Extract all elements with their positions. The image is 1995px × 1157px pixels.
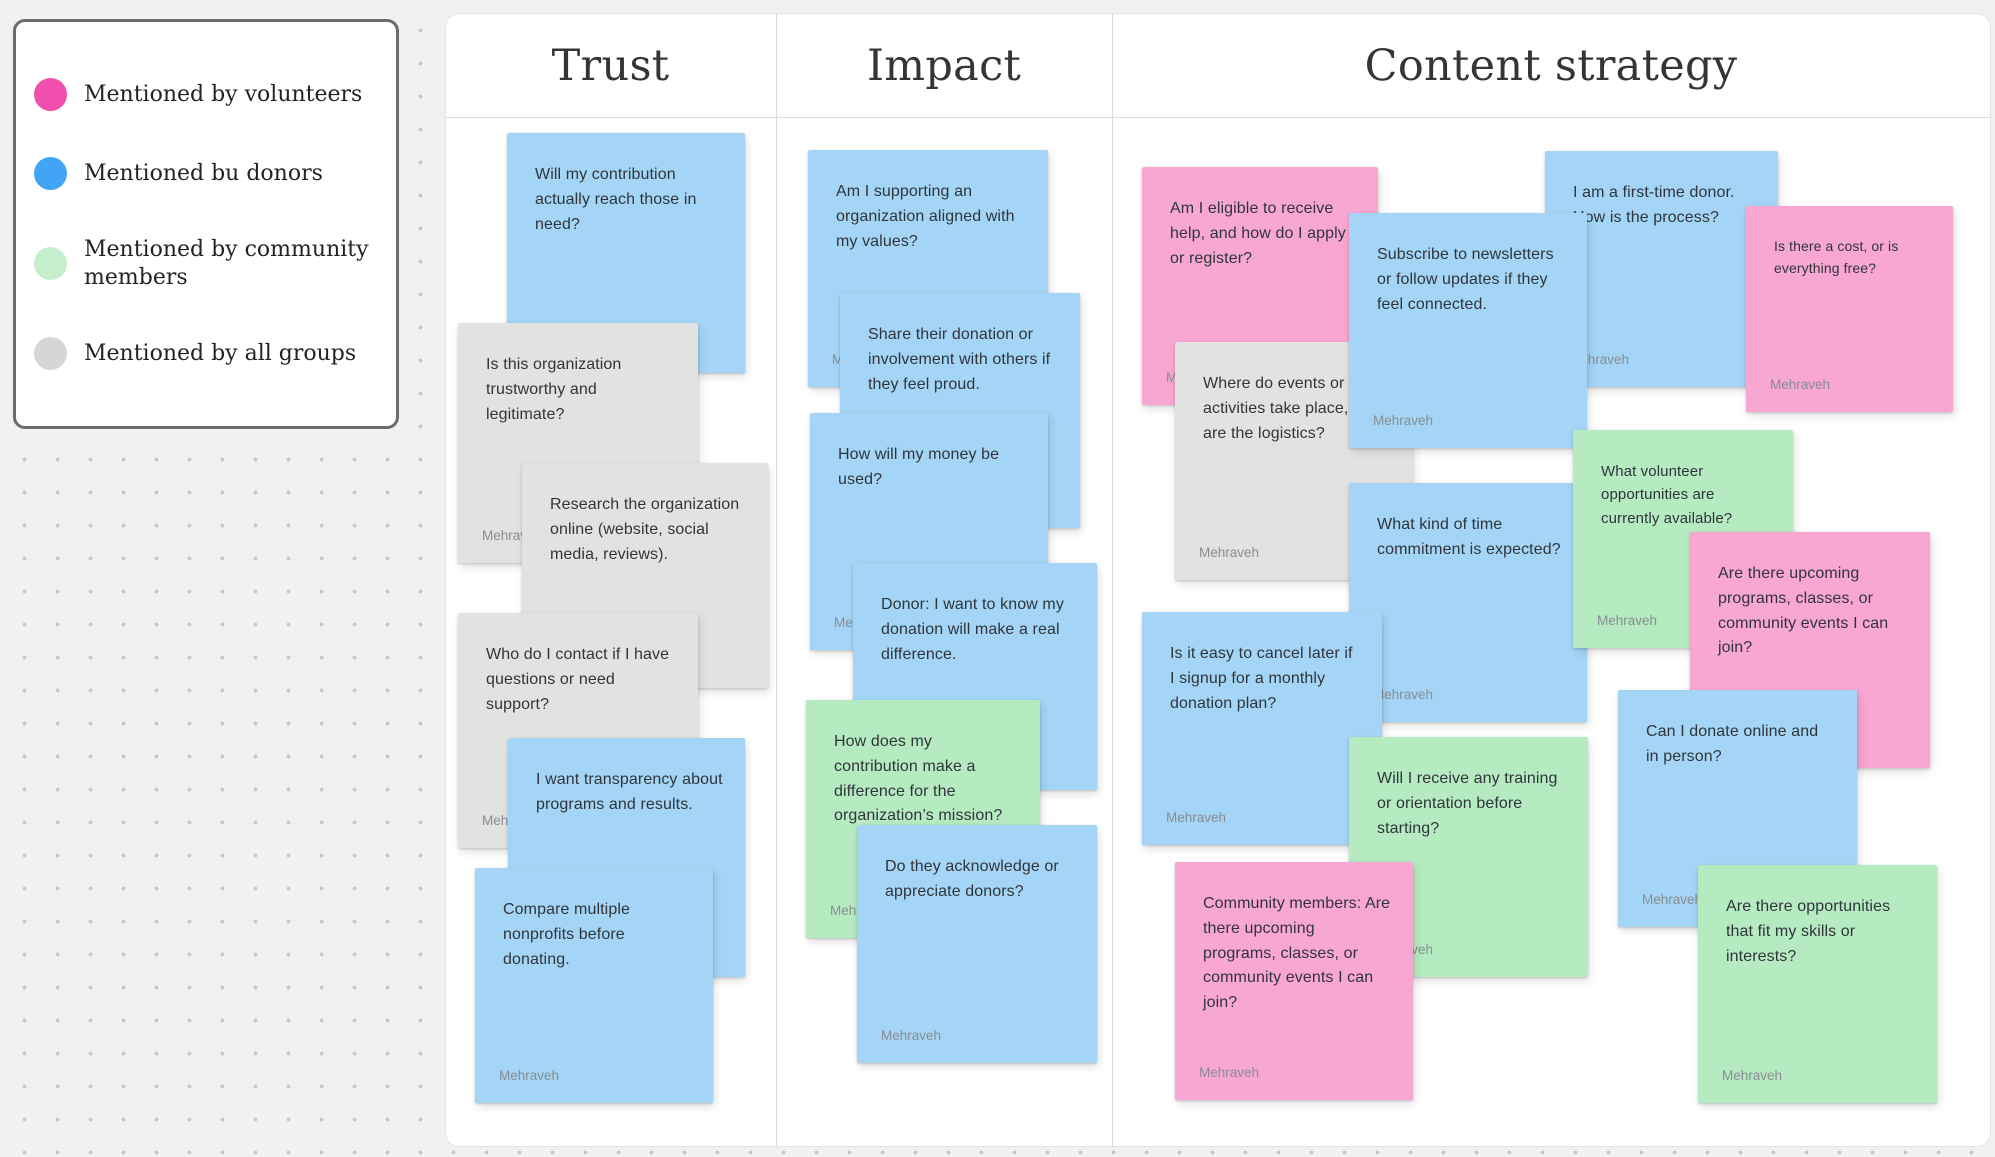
legend-label: Mentioned by volunteers xyxy=(84,81,363,107)
sticky-note-is-there-a-cost[interactable]: Is there a cost, or is everything free? … xyxy=(1746,206,1953,412)
sticky-note-text: Is there a cost, or is everything free? xyxy=(1774,238,1899,276)
sticky-note-opportunities-fit-skills[interactable]: Are there opportunities that fit my skil… xyxy=(1698,865,1937,1103)
sticky-note-text: Can I donate online and in person? xyxy=(1646,723,1819,765)
sticky-note-is-it-easy-to-cancel[interactable]: Is it easy to cancel later if I signup f… xyxy=(1142,612,1382,845)
sticky-note-text: Compare multiple nonprofits before donat… xyxy=(503,901,630,968)
donors-color-dot xyxy=(34,157,67,190)
sticky-note-text: I am a first-time donor. How is the proc… xyxy=(1573,184,1735,226)
header-divider xyxy=(446,117,1990,118)
sticky-note-text: Community members: Are there upcoming pr… xyxy=(1203,895,1391,1012)
column-divider xyxy=(1112,13,1113,1147)
column-header-impact: Impact xyxy=(866,40,1022,91)
sticky-note-text: What kind of time commitment is expected… xyxy=(1377,516,1561,558)
legend-item-donors: Mentioned bu donors xyxy=(34,157,376,190)
sticky-note-author: Mehraveh xyxy=(499,1068,560,1083)
sticky-note-author: Mehraveh xyxy=(1166,810,1227,825)
sticky-note-text: Research the organization online (websit… xyxy=(550,496,740,563)
sticky-note-text: Is it easy to cancel later if I signup f… xyxy=(1170,645,1353,712)
column-header-trust: Trust xyxy=(551,40,670,91)
sticky-note-community-members-events[interactable]: Community members: Are there upcoming pr… xyxy=(1175,862,1413,1100)
sticky-note-author: Mehraveh xyxy=(1770,377,1831,392)
legend-panel[interactable]: Mentioned by volunteers Mentioned bu don… xyxy=(13,19,399,429)
sticky-note-text: Am I eligible to receive help, and how d… xyxy=(1170,200,1346,267)
sticky-note-text: How does my contribution make a differen… xyxy=(834,733,1003,825)
sticky-note-subscribe-to-newsletters[interactable]: Subscribe to newsletters or follow updat… xyxy=(1349,213,1587,448)
community-members-color-dot xyxy=(34,247,67,280)
sticky-note-text: I want transparency about programs and r… xyxy=(536,771,723,813)
sticky-note-text: Do they acknowledge or appreciate donors… xyxy=(885,858,1059,900)
sticky-note-text: Am I supporting an organization aligned … xyxy=(836,183,1015,250)
sticky-note-text: Share their donation or involvement with… xyxy=(868,326,1051,393)
sticky-note-text: Subscribe to newsletters or follow updat… xyxy=(1377,246,1554,313)
legend-label: Mentioned by all groups xyxy=(84,340,357,366)
sticky-note-author: Mehraveh xyxy=(1373,687,1434,702)
sticky-note-author: Mehraveh xyxy=(1199,545,1260,560)
sticky-note-compare-multiple-nonprofits[interactable]: Compare multiple nonprofits before donat… xyxy=(475,868,713,1103)
sticky-note-text: How will my money be used? xyxy=(838,446,1000,488)
sticky-note-text: Are there opportunities that fit my skil… xyxy=(1726,898,1891,965)
sticky-note-what-kind-of-time[interactable]: What kind of time commitment is expected… xyxy=(1349,483,1587,722)
sticky-note-text: Who do I contact if I have questions or … xyxy=(486,646,670,713)
sticky-note-author: Mehraveh xyxy=(1199,1065,1260,1080)
sticky-note-do-they-acknowledge[interactable]: Do they acknowledge or appreciate donors… xyxy=(857,825,1097,1063)
sticky-note-text: Will my contribution actually reach thos… xyxy=(535,166,697,233)
sticky-note-text: Donor: I want to know my donation will m… xyxy=(881,596,1064,663)
sticky-note-text: Are there upcoming programs, classes, or… xyxy=(1718,565,1889,657)
sticky-note-text: What volunteer opportunities are current… xyxy=(1601,463,1733,527)
legend-item-volunteers: Mentioned by volunteers xyxy=(34,78,376,111)
column-header-content-strategy: Content strategy xyxy=(1364,40,1738,91)
all-groups-color-dot xyxy=(34,337,67,370)
legend-item-all-groups: Mentioned by all groups xyxy=(34,337,376,370)
sticky-note-text: Will I receive any training or orientati… xyxy=(1377,770,1558,837)
sticky-note-author: Mehraveh xyxy=(1642,892,1703,907)
column-divider xyxy=(776,13,777,1147)
sticky-note-author: Mehraveh xyxy=(1722,1068,1783,1083)
sticky-note-author: Mehraveh xyxy=(881,1028,942,1043)
sticky-note-text: Is this organization trustworthy and leg… xyxy=(486,356,622,423)
sticky-note-author: Mehraveh xyxy=(1597,613,1658,628)
legend-label: Mentioned by community members xyxy=(84,237,369,290)
sticky-note-author: Mehraveh xyxy=(1373,413,1434,428)
legend-label: Mentioned bu donors xyxy=(84,160,323,186)
volunteers-color-dot xyxy=(34,78,67,111)
legend-item-community-members: Mentioned by community members xyxy=(34,236,376,291)
sticky-note-text: Where do events or activities take place… xyxy=(1203,375,1388,442)
